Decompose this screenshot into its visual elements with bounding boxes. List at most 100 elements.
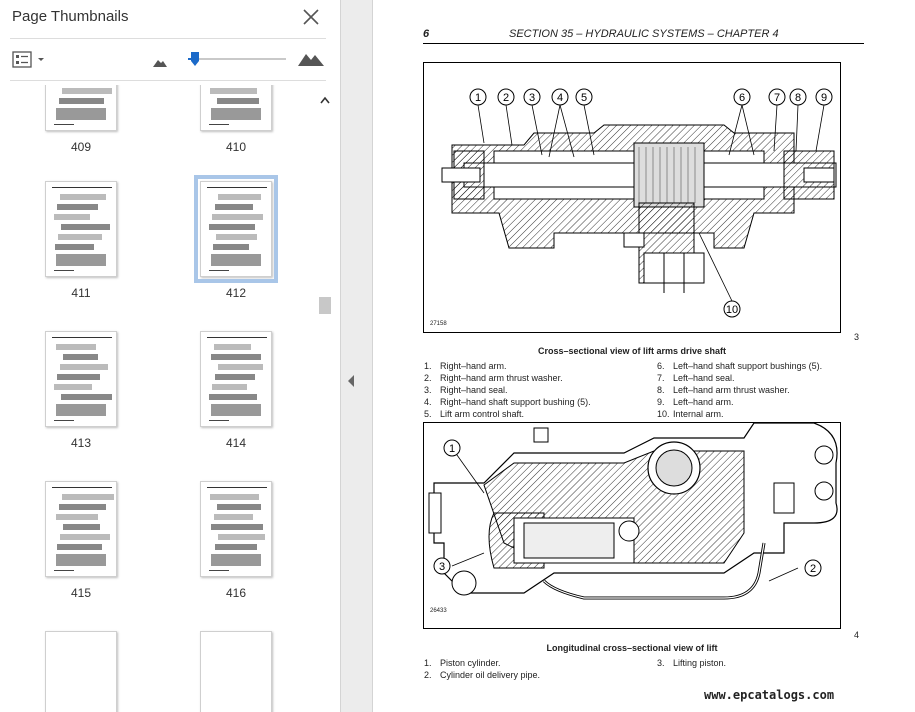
legend-right: 6.Left–hand shaft support bushings (5).7… — [657, 360, 822, 420]
legend-item-text: Lift arm control shaft. — [440, 409, 525, 419]
legend-item-number: 2. — [424, 373, 432, 383]
thumbnail-options-icon[interactable] — [12, 51, 48, 69]
callout-circle — [789, 88, 807, 106]
legend-item: 1. Piston cylinder. — [424, 657, 540, 669]
figure-code: 27158 — [430, 321, 447, 327]
callout-circle — [768, 88, 786, 106]
legend-item-text: Internal arm. — [673, 409, 724, 419]
legend-item-text: Lifting piston. — [673, 658, 727, 668]
callout-label: 1 — [449, 443, 455, 455]
thumbnail-preview — [209, 88, 261, 125]
legend-item-number: 2. — [424, 670, 432, 680]
legend-item: 4.Right–hand shaft support bushing (5). — [424, 396, 591, 408]
legend-item-text: Cylinder oil delivery pipe. — [440, 670, 541, 680]
page-number: 6 — [423, 28, 430, 40]
callout-circle — [469, 88, 487, 106]
legend-left: 1.Right–hand arm.2.Right–hand arm thrust… — [424, 360, 591, 420]
thumbnail-preview — [54, 88, 112, 125]
figure-caption: Longitudinal cross–sectional view of lif… — [546, 643, 718, 653]
legend-item-number: 6. — [657, 361, 665, 371]
callout-label: 5 — [581, 92, 587, 104]
callout-label: 7 — [774, 92, 780, 104]
callout-circle — [551, 88, 569, 106]
thumbnail-preview — [207, 487, 267, 571]
legend-item-number: 1. — [424, 658, 432, 668]
page-thumbnail[interactable] — [45, 481, 117, 577]
mountain-large-icon[interactable] — [298, 50, 324, 71]
callout-label: 2 — [503, 92, 509, 104]
zoom-slider[interactable] — [188, 50, 288, 68]
legend-item-text: Left–hand shaft support bushings (5). — [673, 361, 823, 371]
thumbnail-preview — [52, 187, 112, 271]
legend-item: 3. Lifting piston. — [657, 657, 726, 669]
legend-item-number: 3. — [657, 658, 665, 668]
figure-caption: Cross–sectional view of lift arms drive … — [537, 346, 727, 356]
legend-item: 7.Left–hand seal. — [657, 372, 822, 384]
callout-label: 4 — [557, 92, 563, 104]
thumbnail-preview — [52, 337, 112, 421]
page-thumbnail[interactable] — [200, 631, 272, 712]
page-thumbnail[interactable] — [194, 175, 278, 283]
thumbnail-page-number: 412 — [225, 286, 247, 300]
callout-circle — [443, 439, 461, 457]
callout-circle — [723, 300, 741, 318]
divider-line — [10, 80, 326, 81]
panel-title: Page Thumbnails — [12, 8, 129, 25]
thumbnail-preview — [207, 337, 267, 421]
legend-item: 9.Left–hand arm. — [657, 396, 822, 408]
scroll-up-icon[interactable] — [320, 91, 330, 109]
scrollbar[interactable] — [317, 85, 335, 712]
page-header: SECTION 35 – HYDRAULIC SYSTEMS – CHAPTER… — [509, 28, 779, 40]
thumbnail-page-number: 414 — [225, 436, 247, 450]
thumbnail-preview — [207, 187, 267, 271]
page-thumbnail[interactable] — [45, 181, 117, 277]
page-thumbnail[interactable] — [200, 331, 272, 427]
legend-item-number: 10. — [657, 409, 670, 419]
callout-label: 3 — [529, 92, 535, 104]
legend-item: 8.Left–hand arm thrust washer. — [657, 384, 822, 396]
thumbnail-preview — [52, 487, 114, 571]
thumbnail-page-number: 416 — [225, 586, 247, 600]
page-thumbnail[interactable] — [45, 331, 117, 427]
legend-item-text: Piston cylinder. — [440, 658, 501, 668]
lift-cylinder-drawing: 123 — [428, 423, 838, 600]
figure-number: 4 — [854, 630, 860, 640]
thumbnail-page-number: 411 — [71, 286, 91, 300]
callout-label: 9 — [821, 92, 827, 104]
legend-item-text: Left–hand arm thrust washer. — [673, 385, 790, 395]
legend-left: 1. Piston cylinder. 2. Cylinder oil deliver… — [424, 657, 540, 681]
callout-circle — [575, 88, 593, 106]
collapse-panel-icon[interactable] — [347, 374, 355, 392]
page-thumbnail[interactable] — [200, 481, 272, 577]
page-thumbnail[interactable] — [45, 631, 117, 712]
thumbnail-page-number: 410 — [225, 140, 247, 154]
header-rule — [423, 43, 864, 44]
callout-label: 6 — [739, 92, 745, 104]
legend-item-text: Right–hand arm thrust washer. — [440, 373, 563, 383]
mountain-small-icon[interactable] — [153, 54, 167, 72]
figure-number: 3 — [854, 332, 860, 342]
scrollbar-thumb[interactable] — [319, 297, 331, 314]
legend-right: 3. Lifting piston. — [657, 657, 726, 669]
close-icon[interactable] — [300, 6, 322, 28]
legend-item: 6. Left–hand shaft support bushings (5). — [657, 360, 822, 372]
legend-item-number: 7. — [657, 373, 665, 383]
callout-label: 3 — [439, 561, 445, 573]
panel-splitter[interactable] — [340, 0, 373, 712]
divider-line — [10, 38, 326, 39]
callout-circle — [733, 88, 751, 106]
legend-item-number: 3. — [424, 385, 432, 395]
callout-label: 10 — [726, 304, 738, 316]
page-thumbnail[interactable] — [45, 85, 117, 131]
callout-circle — [433, 557, 451, 575]
thumbnail-page-number: 413 — [70, 436, 92, 450]
document-page: 6 SECTION 35 – HYDRAULIC SYSTEMS – CHAPT… — [374, 0, 915, 712]
thumbnail-page-number: 409 — [70, 140, 92, 154]
figure-code: 26433 — [430, 608, 447, 614]
page-thumbnail[interactable] — [200, 85, 272, 131]
legend-item: 2. Cylinder oil delivery pipe. — [424, 669, 540, 681]
